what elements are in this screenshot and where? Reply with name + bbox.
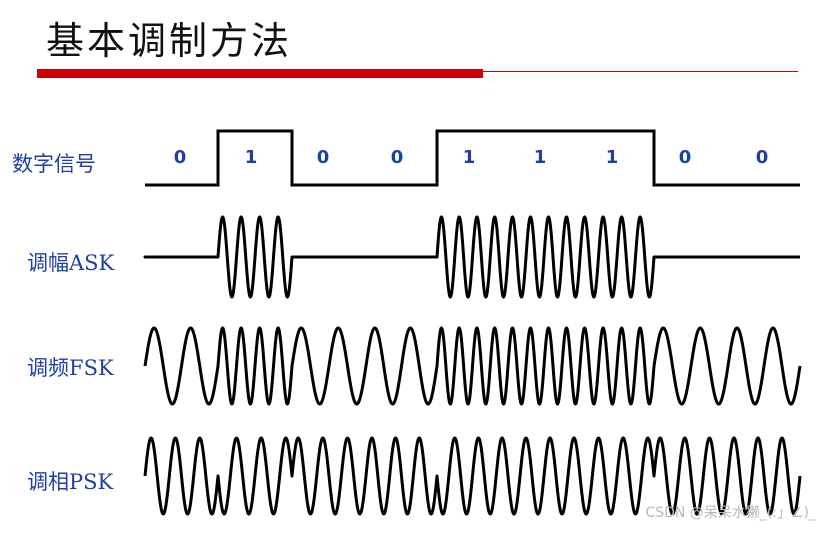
bit-label: 1 xyxy=(244,147,258,168)
ask-waveform xyxy=(143,215,800,299)
title-underline-bar xyxy=(37,69,483,78)
bit-label: 0 xyxy=(390,147,404,168)
bit-label: 0 xyxy=(316,147,330,168)
bit-label: 1 xyxy=(605,147,619,168)
digital-signal-waveform xyxy=(145,129,800,187)
title-underline-rule xyxy=(483,71,798,72)
digital-signal-label: 数字信号 xyxy=(12,152,96,176)
fsk-label: 调频FSK xyxy=(27,356,114,380)
fsk-waveform xyxy=(143,326,802,406)
psk-label: 调相PSK xyxy=(27,470,114,494)
bit-label: 0 xyxy=(678,147,692,168)
psk-waveform xyxy=(143,436,802,516)
page-title: 基本调制方法 xyxy=(46,19,293,63)
ask-label: 调幅ASK xyxy=(27,251,115,275)
bit-label: 0 xyxy=(173,147,187,168)
watermark: CSDN @呆呆水獭_(:」∠)_ xyxy=(645,505,816,521)
bit-label: 1 xyxy=(533,147,547,168)
bit-label: 1 xyxy=(462,147,476,168)
bit-label: 0 xyxy=(755,147,769,168)
